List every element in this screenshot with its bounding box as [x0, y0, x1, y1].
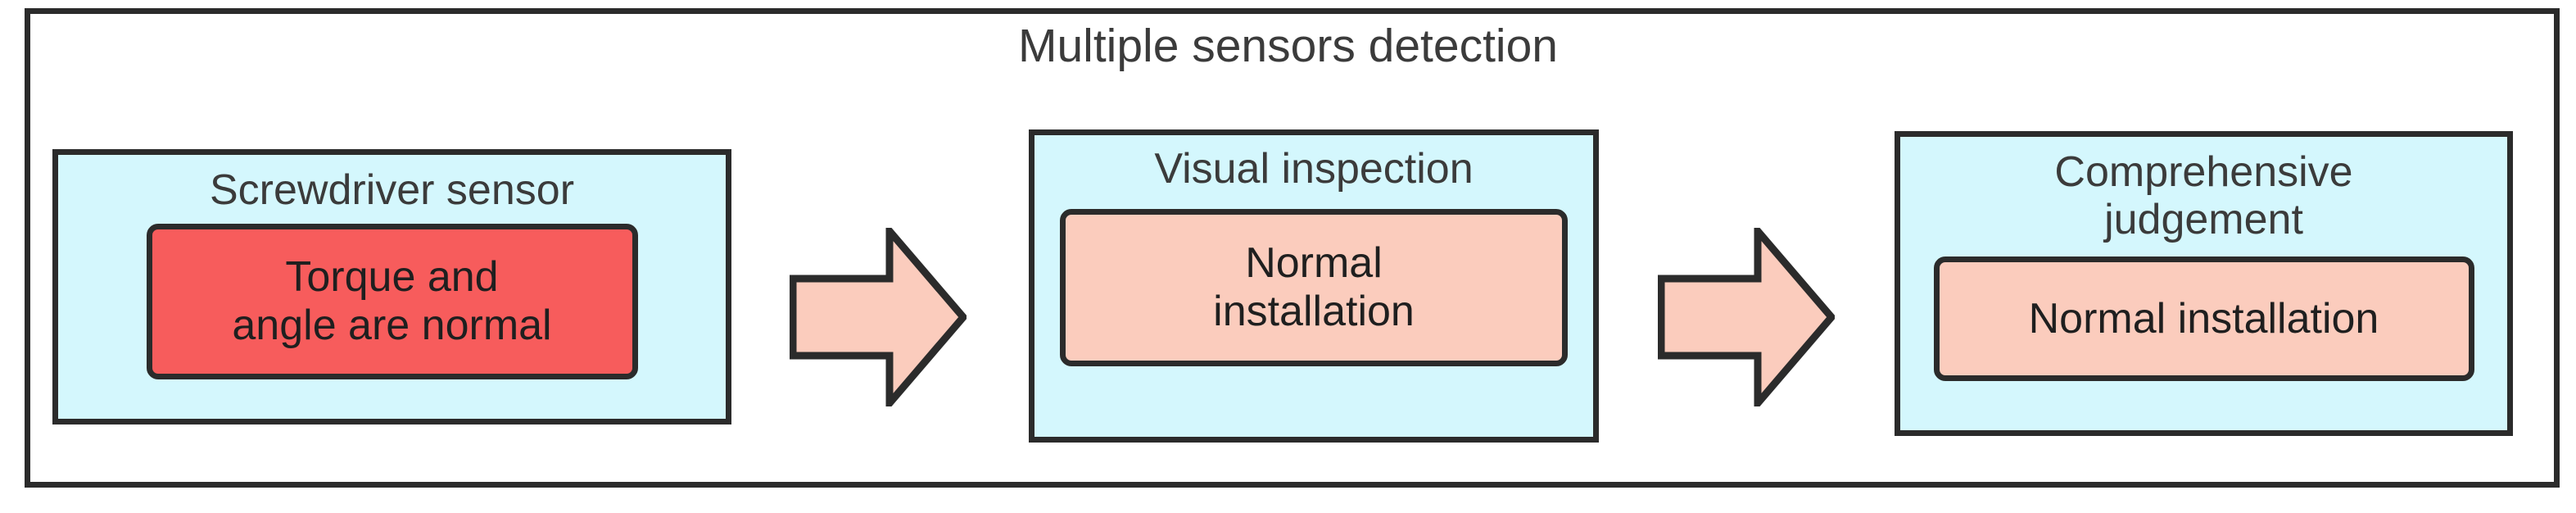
result-box-screwdriver-sensor: Torque and angle are normal: [146, 224, 638, 380]
result-label-comprehensive-judgement: Normal installation: [2028, 294, 2379, 343]
result-box-comprehensive-judgement: Normal installation: [1933, 256, 2474, 382]
stage-title-visual-inspection: Visual inspection: [1154, 145, 1474, 193]
stage-title-comprehensive-judgement: Comprehensive judgement: [2054, 148, 2353, 244]
result-box-visual-inspection: Normal installation: [1060, 209, 1568, 367]
stage-title-screwdriver-sensor: Screwdriver sensor: [209, 166, 575, 214]
stage-box-screwdriver-sensor: Screwdriver sensor Torque and angle are …: [52, 149, 731, 424]
stage-box-visual-inspection: Visual inspection Normal installation: [1029, 129, 1599, 443]
diagram-title: Multiple sensors detection: [1017, 20, 1558, 72]
result-label-visual-inspection: Normal installation: [1213, 238, 1415, 336]
arrow-right-icon-stage1-to-stage2: [790, 228, 967, 406]
arrow-right-icon-stage2-to-stage3: [1658, 228, 1835, 406]
stage-box-comprehensive-judgement: Comprehensive judgement Normal installat…: [1895, 131, 2513, 436]
result-label-screwdriver-sensor: Torque and angle are normal: [232, 252, 552, 350]
